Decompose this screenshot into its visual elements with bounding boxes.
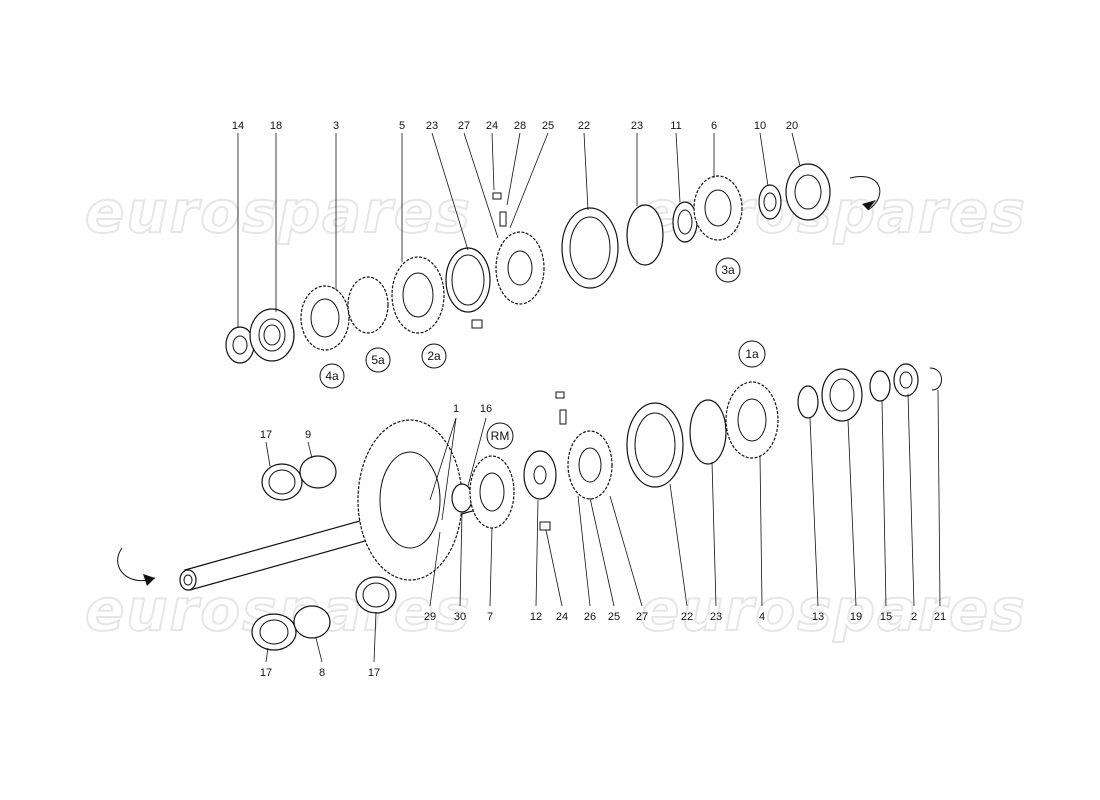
gear-part xyxy=(693,175,743,241)
big-gear-part xyxy=(357,419,463,581)
callout-label: 23 xyxy=(710,611,722,623)
gear-marker: 1a xyxy=(745,347,759,361)
upper-gear-markers: 4a 5a 2a 3a xyxy=(319,257,741,389)
gear-marker: 5a xyxy=(371,353,385,367)
sleeve-part xyxy=(561,207,619,289)
gear-marker: 4a xyxy=(325,369,339,383)
callout-label: 25 xyxy=(542,120,554,132)
callout-label: 3 xyxy=(333,120,339,132)
callout-label: 19 xyxy=(850,611,862,623)
upper-shaft-assembly xyxy=(225,163,881,364)
gear-marker: 2a xyxy=(427,349,441,363)
callout-label: 26 xyxy=(584,611,596,623)
callout-label: 1 xyxy=(453,403,459,415)
callout-label: 29 xyxy=(424,611,436,623)
callout-label: 22 xyxy=(681,611,693,623)
needle-bearing-part xyxy=(355,576,397,614)
callout-label: 12 xyxy=(530,611,542,623)
needle-bearing-part xyxy=(261,463,303,501)
callout-label: 21 xyxy=(934,611,946,623)
callout-label: 2 xyxy=(911,611,917,623)
lower-gear-markers: RM 1a xyxy=(486,340,766,450)
callout-label: 24 xyxy=(556,611,568,623)
callout-label: 23 xyxy=(426,120,438,132)
callout-label: 14 xyxy=(232,120,244,132)
callout-label: 22 xyxy=(578,120,590,132)
callout-label: 17 xyxy=(260,429,272,441)
callout-label: 16 xyxy=(480,403,492,415)
rotation-arrow-icon xyxy=(849,176,881,211)
callout-label: 10 xyxy=(754,120,766,132)
callout-label: 13 xyxy=(812,611,824,623)
upper-callouts: 14 18 3 5 23 27 24 28 25 22 23 11 6 10 2… xyxy=(232,120,798,132)
lower-leaders xyxy=(265,389,941,663)
callout-label: 15 xyxy=(880,611,892,623)
callout-label: 8 xyxy=(319,667,325,679)
callout-label: 7 xyxy=(487,611,493,623)
callout-label: 9 xyxy=(305,429,311,441)
hub-part xyxy=(567,430,613,500)
callout-label: 25 xyxy=(608,611,620,623)
upper-leaders xyxy=(237,132,801,328)
callout-label: 28 xyxy=(514,120,526,132)
callout-label: 20 xyxy=(786,120,798,132)
lower-shaft-assembly xyxy=(117,363,942,651)
callout-label: 5 xyxy=(399,120,405,132)
hub-part xyxy=(495,231,545,305)
sleeve-part xyxy=(299,455,337,489)
gear-marker: 3a xyxy=(721,263,735,277)
bearing-part xyxy=(249,308,295,362)
gear-part xyxy=(725,381,779,459)
bearing-part xyxy=(821,368,863,422)
callout-label: 23 xyxy=(631,120,643,132)
gear-part xyxy=(469,455,515,529)
gear-part xyxy=(391,256,445,334)
callout-label: 30 xyxy=(454,611,466,623)
nut-part xyxy=(893,363,919,397)
watermark: eurospares xyxy=(640,576,1027,644)
watermark: eurospares xyxy=(85,178,472,246)
callout-label: 18 xyxy=(270,120,282,132)
needle-bearing-part xyxy=(251,613,297,651)
lower-callouts: 17 9 1 16 29 30 7 12 24 26 25 27 22 23 4… xyxy=(260,403,946,679)
gear-marker: RM xyxy=(491,429,510,443)
callout-label: 17 xyxy=(260,667,272,679)
sleeve-part xyxy=(626,402,684,488)
callout-label: 17 xyxy=(368,667,380,679)
callout-label: 27 xyxy=(458,120,470,132)
gear-part xyxy=(300,285,350,351)
callout-label: 27 xyxy=(636,611,648,623)
sleeve-part xyxy=(293,605,331,639)
callout-label: 24 xyxy=(486,120,498,132)
callout-label: 6 xyxy=(711,120,717,132)
callout-label: 11 xyxy=(670,120,681,132)
callout-label: 4 xyxy=(759,611,765,623)
bearing-part xyxy=(785,163,831,221)
